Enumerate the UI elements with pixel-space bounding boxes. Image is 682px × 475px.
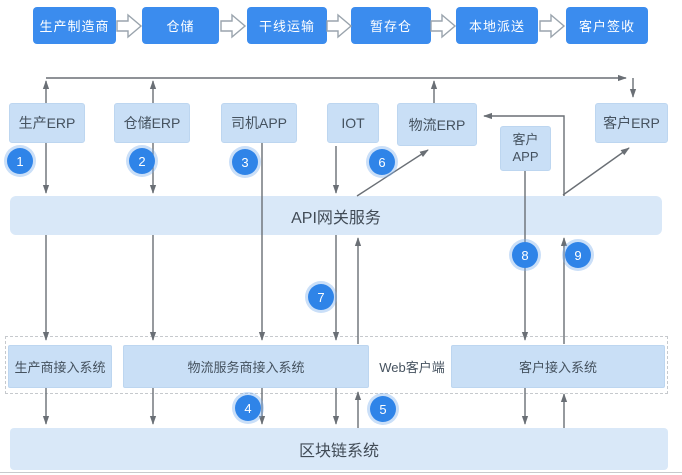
flow-step-local-delivery: 本地派送: [456, 7, 538, 44]
flow-step-manufacturer: 生产制造商: [33, 7, 116, 44]
flow-arrow-icon: [539, 13, 566, 39]
flow-arrow-icon: [430, 13, 457, 39]
access-box-producer: 生产商接入系统: [8, 345, 112, 388]
flow-step-temp-warehouse: 暂存仓: [351, 7, 431, 44]
access-box-logistics: 物流服务商接入系统: [123, 345, 369, 388]
blockchain-bar: 区块链系统: [10, 428, 668, 470]
flow-arrow-icon: [116, 13, 143, 39]
step-badge-6: 6: [369, 149, 395, 175]
step-badge-8: 8: [512, 242, 538, 268]
step-badge-4: 4: [235, 395, 261, 421]
flow-step-trunk-transport: 干线运输: [247, 7, 327, 44]
system-box-logistics-erp: 物流ERP: [397, 103, 477, 146]
web-client-label: Web客户端: [379, 360, 445, 375]
step-badge-1: 1: [7, 148, 33, 174]
system-box-customer-app: 客户APP: [500, 126, 551, 171]
system-box-warehouse-erp: 仓储ERP: [114, 103, 190, 143]
system-box-driver-app: 司机APP: [221, 103, 297, 143]
flow-arrow-icon: [220, 13, 247, 39]
system-box-iot: IOT: [327, 103, 379, 143]
flow-step-warehouse: 仓储: [142, 7, 219, 44]
step-badge-5: 5: [370, 396, 396, 422]
step-badge-3: 3: [232, 149, 258, 175]
api-gateway-bar: API网关服务: [10, 196, 662, 235]
flow-arrow-icon: [326, 13, 353, 39]
access-box-customer: 客户接入系统: [451, 345, 665, 388]
step-badge-9: 9: [565, 242, 591, 268]
system-box-customer-erp: 客户ERP: [595, 103, 668, 143]
bottom-divider: [0, 472, 682, 473]
flow-step-customer-signoff: 客户签收: [566, 7, 648, 44]
step-badge-2: 2: [129, 148, 155, 174]
system-box-production-erp: 生产ERP: [9, 103, 85, 143]
step-badge-7: 7: [308, 284, 334, 310]
